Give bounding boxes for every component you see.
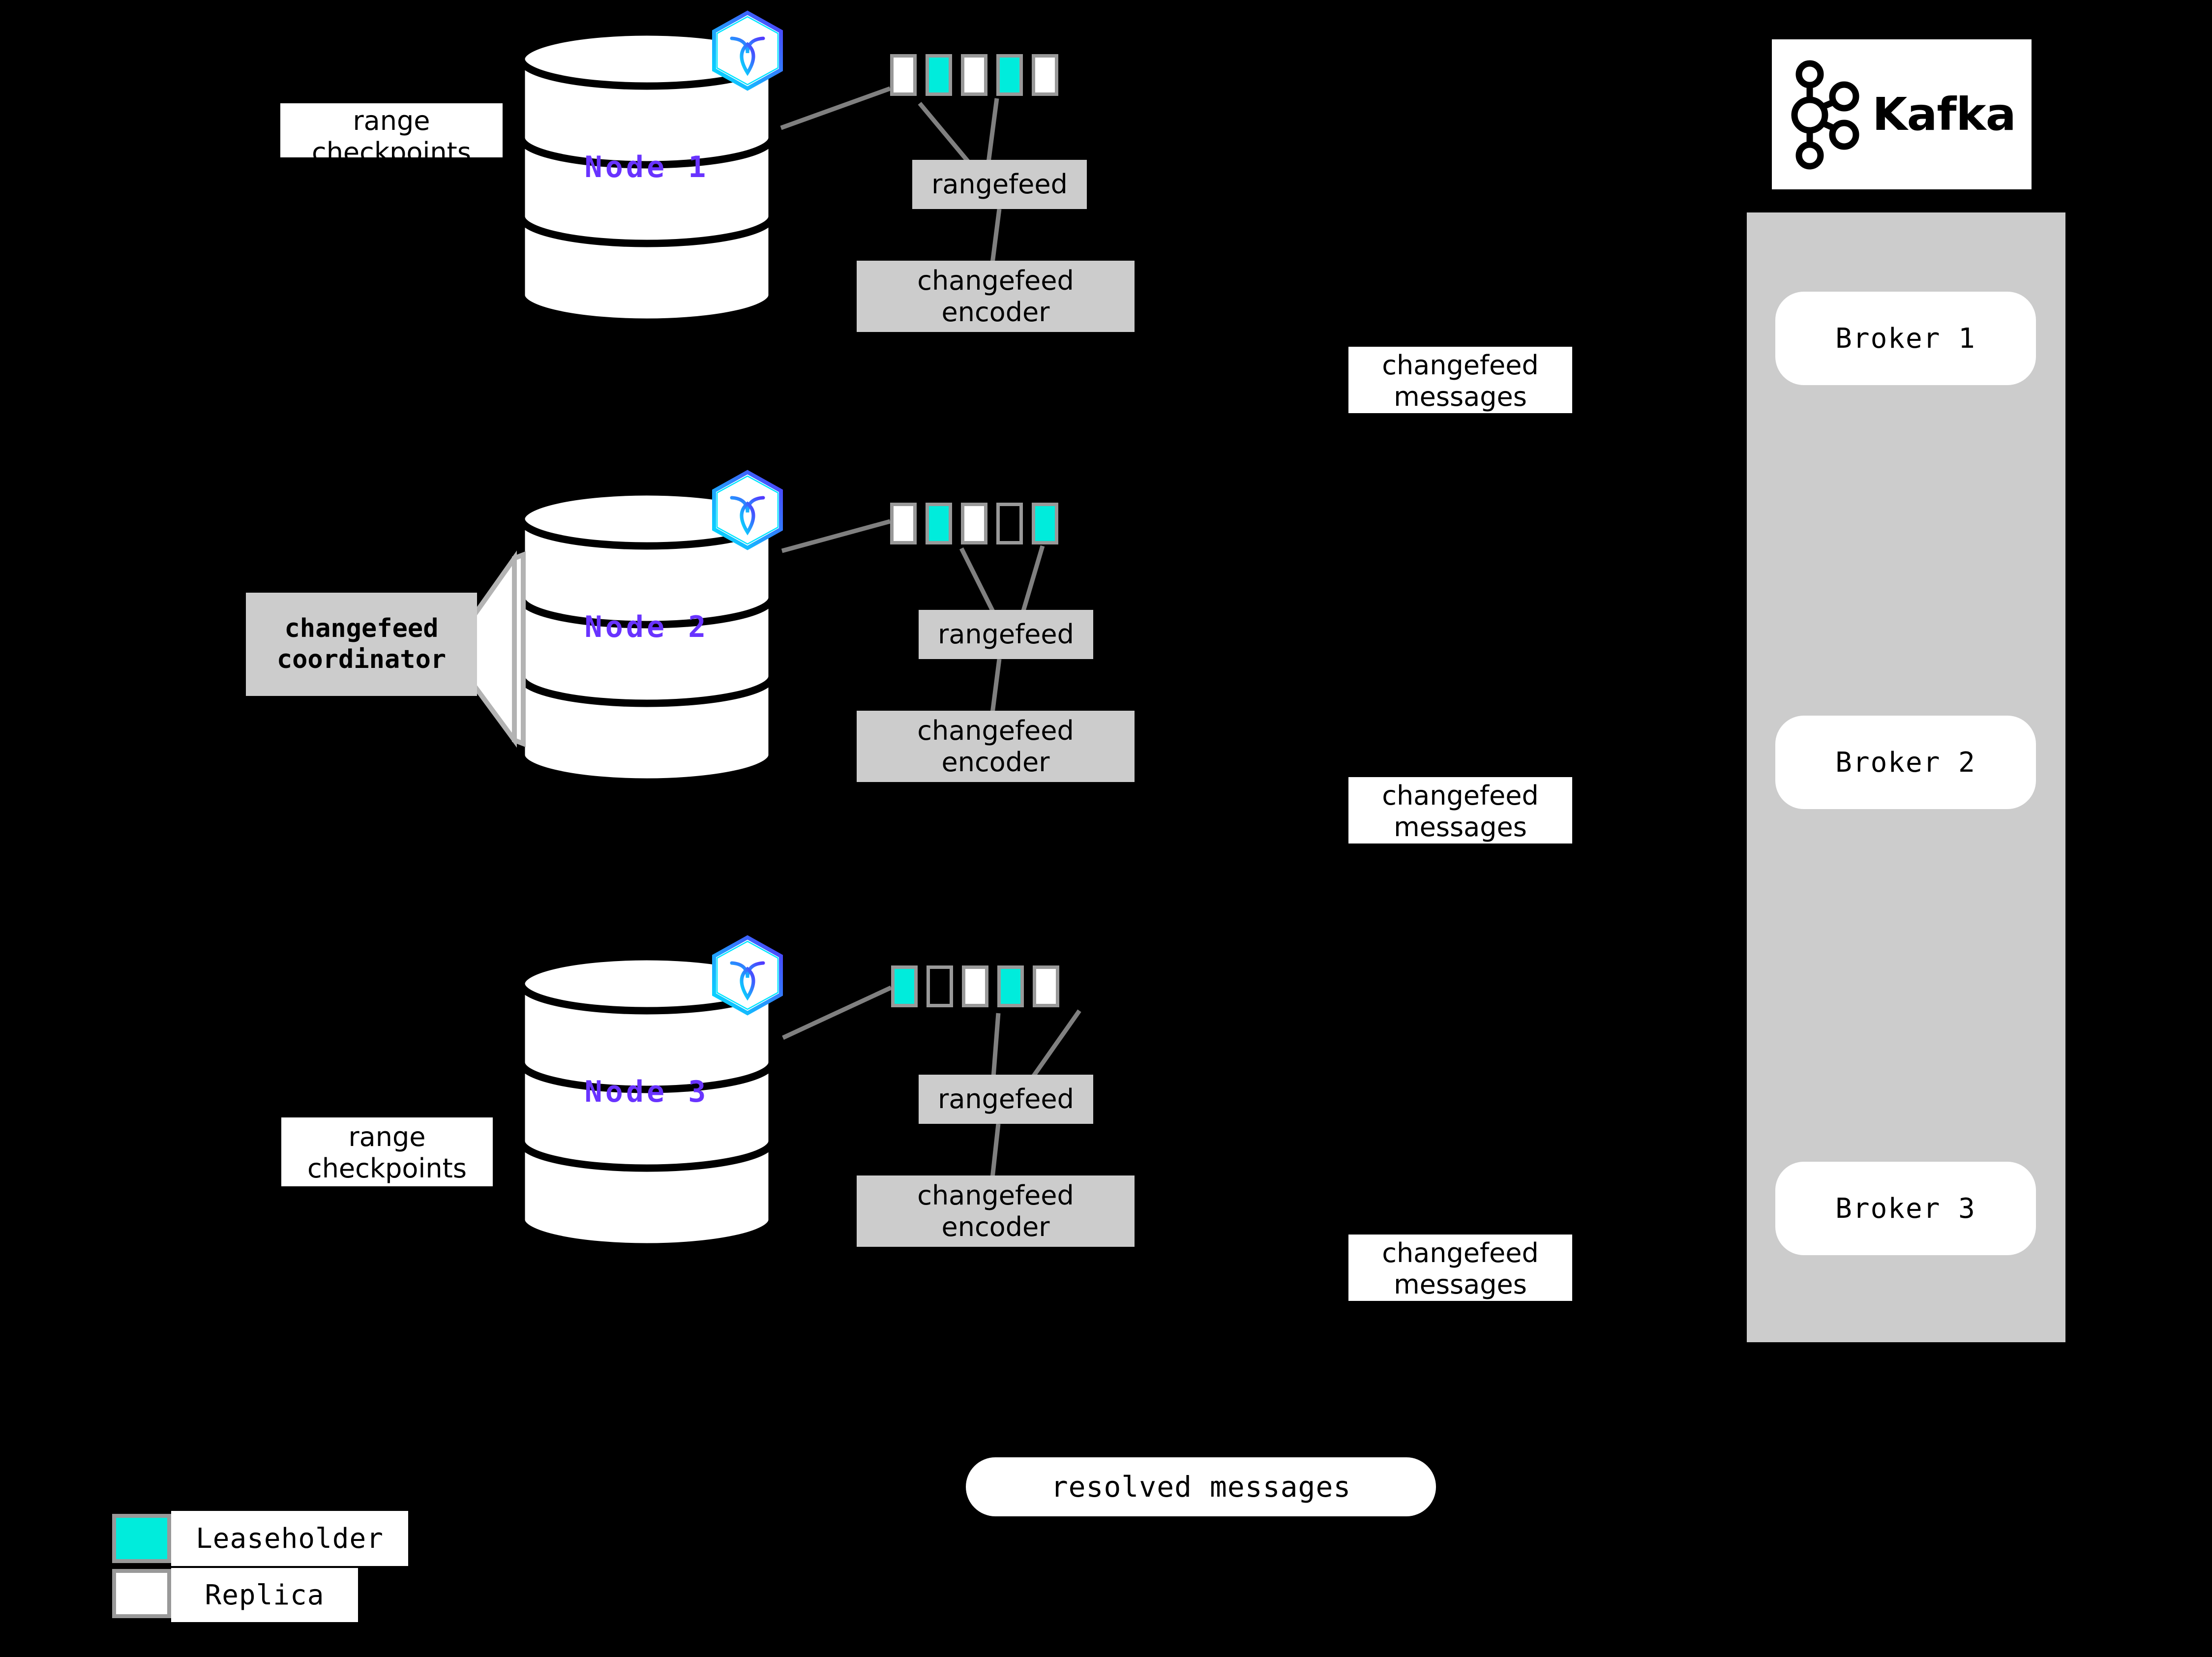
node-2-changefeed-messages-label: changefeed messages (1348, 777, 1572, 844)
node-2-label: Node 2 (584, 610, 709, 644)
range-box (996, 54, 1023, 96)
kafka-broker-3: Broker 3 (1775, 1162, 2036, 1255)
kafka-logo-box: Kafka (1772, 39, 2032, 189)
node-1-changefeed-encoder-box: changefeed encoder (857, 261, 1135, 332)
node-1-rangefeed-box: rangefeed (912, 160, 1087, 209)
cockroachdb-hex-icon (708, 9, 787, 92)
range-box (962, 965, 988, 1007)
range-box (1032, 503, 1058, 544)
node-1-cylinder: Node 1 (516, 30, 777, 325)
range-box (891, 965, 918, 1007)
kafka-panel-arrow (2065, 337, 2085, 353)
node-1-range-checkpoints-label: range checkpoints (280, 103, 503, 157)
range-box (997, 965, 1024, 1007)
legend-swatch-leaseholder (112, 1514, 171, 1563)
cockroachdb-hex-icon (708, 468, 787, 552)
kafka-wordmark: Kafka (1872, 88, 2016, 141)
node-3-label: Node 3 (584, 1075, 709, 1109)
node-3-changefeed-messages-label: changefeed messages (1348, 1235, 1572, 1301)
kafka-nodes-icon (1788, 57, 1861, 172)
coordinator-arrow-icon (465, 531, 559, 767)
node-3-cylinder: Node 3 (516, 954, 777, 1249)
node-3-range-checkpoints-label: range checkpoints (281, 1117, 493, 1186)
kafka-broker-1: Broker 1 (1775, 292, 2036, 385)
node-1-range-row (890, 54, 1058, 96)
legend-swatch-replica (112, 1569, 171, 1618)
node-2-cylinder: Node 2 (516, 489, 777, 784)
cockroachdb-hex-icon (708, 934, 787, 1017)
range-box (890, 503, 917, 544)
node-2-range-row (890, 503, 1058, 544)
node-3-rangefeed-box: rangefeed (919, 1075, 1093, 1124)
resolved-messages-pill: resolved messages (966, 1457, 1436, 1516)
legend-label-leaseholder: Leaseholder (171, 1511, 408, 1566)
changefeed-coordinator: changefeed coordinator (246, 550, 551, 757)
node-2-changefeed-encoder-box: changefeed encoder (857, 711, 1135, 782)
range-box (1033, 965, 1059, 1007)
node-2-rangefeed-box: rangefeed (919, 610, 1093, 659)
range-box (926, 503, 952, 544)
node-3-changefeed-encoder-box: changefeed encoder (857, 1175, 1135, 1247)
range-box (996, 503, 1023, 544)
node-1-changefeed-messages-label: changefeed messages (1348, 347, 1572, 413)
range-box (1032, 54, 1058, 96)
range-box (926, 54, 952, 96)
range-box (961, 54, 987, 96)
legend-label-replica: Replica (171, 1568, 358, 1622)
range-box (961, 503, 987, 544)
range-box (927, 965, 953, 1007)
range-box (890, 54, 917, 96)
coordinator-label-box: changefeed coordinator (246, 593, 477, 696)
node-1-label: Node 1 (584, 150, 709, 184)
node-3-range-row (891, 965, 1059, 1007)
kafka-broker-2: Broker 2 (1775, 716, 2036, 809)
